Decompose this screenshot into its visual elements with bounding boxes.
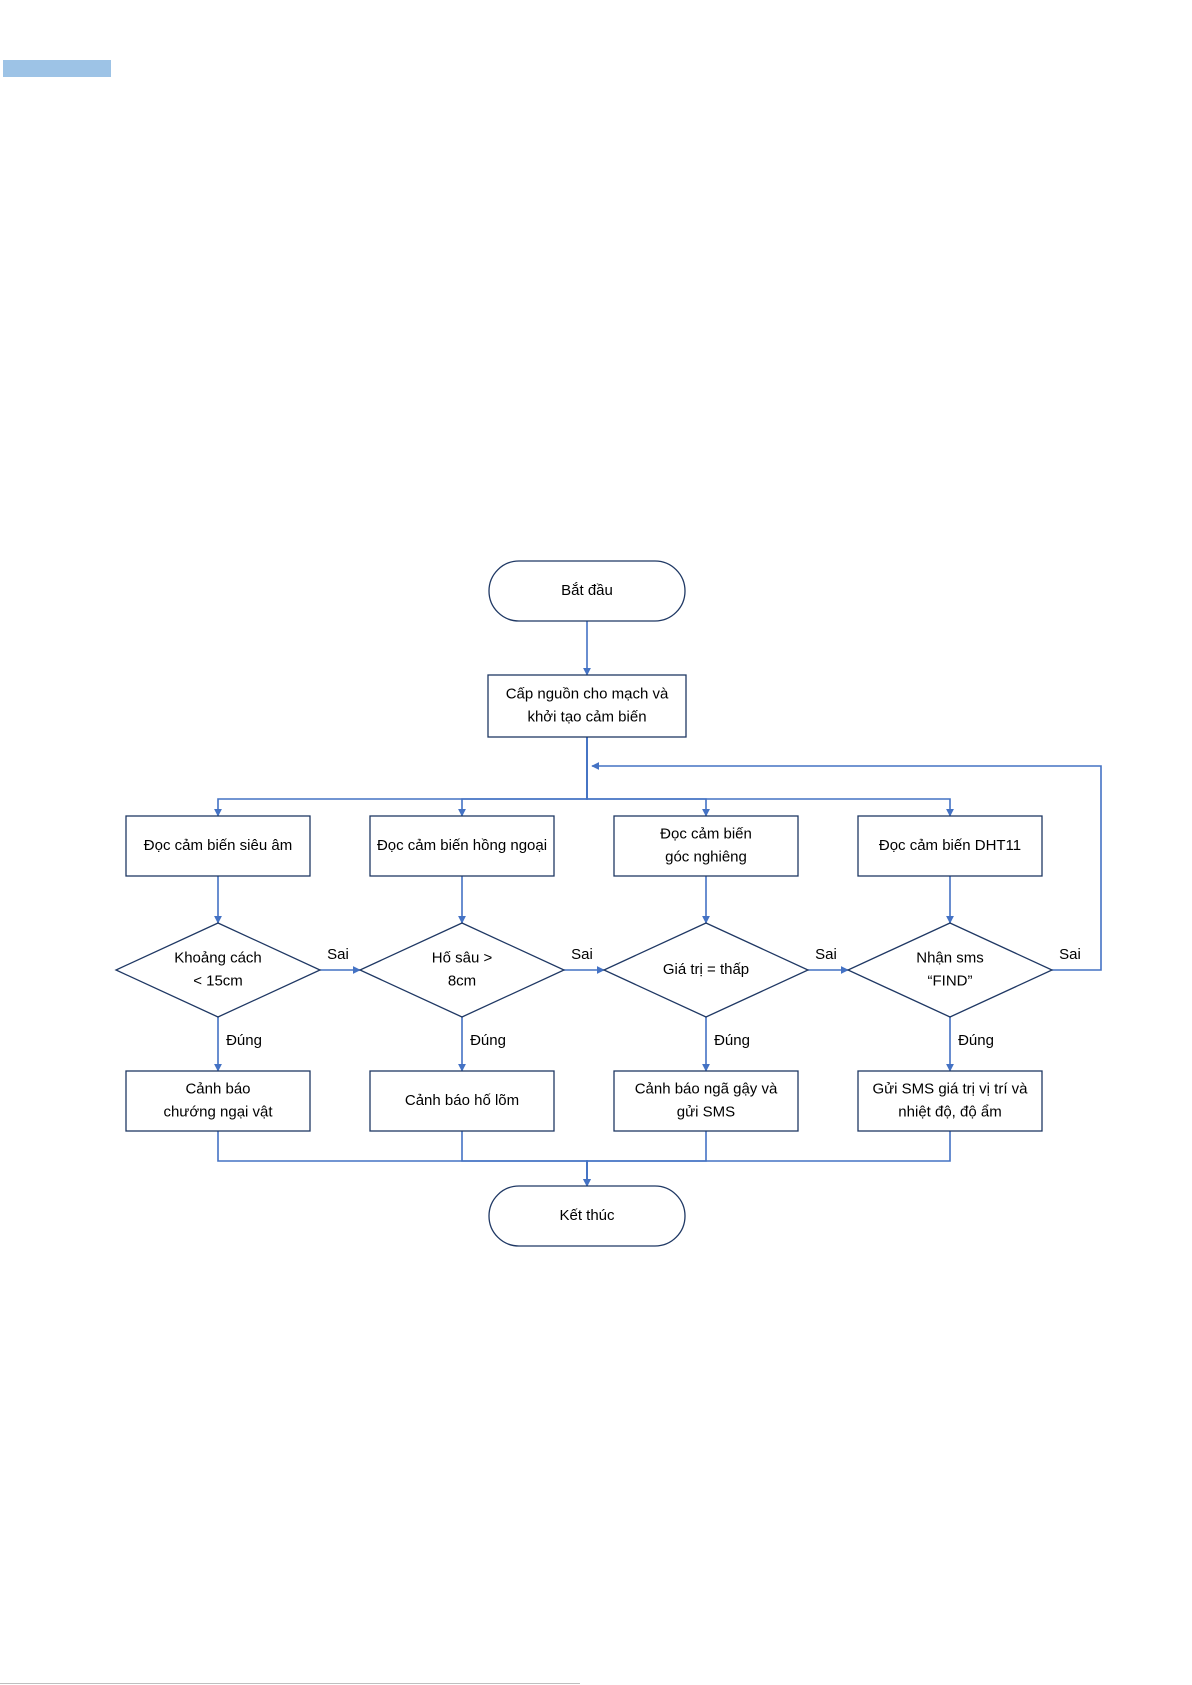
process-shape — [613, 815, 799, 877]
terminator-shape — [488, 1185, 686, 1247]
node-end: Kết thúc — [488, 1185, 686, 1247]
node-label-line: Cảnh báo hố lõm — [405, 1092, 519, 1109]
process-shape — [487, 674, 687, 738]
node-label-line: Khoảng cách — [174, 949, 262, 966]
decision-shape — [358, 922, 566, 1018]
edge-label: Đúng — [714, 1032, 750, 1049]
node-label-line: gửi SMS — [677, 1103, 735, 1120]
node-label-line: nhiệt độ, độ ẩm — [898, 1103, 1001, 1120]
node-label-line: Cảnh báo — [185, 1080, 250, 1097]
node-label-line: khởi tạo cảm biến — [527, 708, 646, 725]
node-read-dht11: Đọc cảm biến DHT11 — [857, 815, 1043, 877]
edge-label: Sai — [1059, 946, 1081, 963]
node-label-line: “FIND” — [928, 972, 973, 989]
edge-warn-obstacle-to-end — [217, 1131, 591, 1187]
process-shape — [857, 1070, 1043, 1132]
process-shape — [857, 815, 1043, 877]
node-label-line: Đọc cảm biến — [660, 825, 752, 842]
node-label-line: Đọc cảm biến DHT11 — [879, 837, 1021, 854]
edge-label: Đúng — [226, 1032, 262, 1049]
node-send-sms: Gửi SMS giá trị vị trí và nhiệt độ, độ ẩm — [857, 1070, 1043, 1132]
node-warn-hole: Cảnh báo hố lõm — [369, 1070, 555, 1132]
edge-check-sms-to-loop — [591, 762, 1102, 971]
node-warn-fall: Cảnh báo ngã gậy và gửi SMS — [613, 1070, 799, 1132]
header-accent-bar — [3, 60, 111, 77]
node-read-tilt: Đọc cảm biến góc nghiêng — [613, 815, 799, 877]
edge-label: Đúng — [958, 1032, 994, 1049]
edge-init-to-read-tilt — [586, 737, 710, 817]
edge-init-to-read-dht11 — [586, 737, 954, 817]
edge-label: Sai — [327, 946, 349, 963]
edge-label: Sai — [815, 946, 837, 963]
process-shape — [613, 1070, 799, 1132]
process-shape — [369, 1070, 555, 1132]
process-shape — [125, 1070, 311, 1132]
node-label-line: Gửi SMS giá trị vị trí và — [872, 1080, 1028, 1097]
node-label-line: Đọc cảm biến hồng ngoại — [377, 837, 547, 854]
node-label-line: Nhận sms — [916, 949, 984, 966]
node-label-line: Giá trị = thấp — [663, 961, 749, 978]
decision-shape — [602, 922, 810, 1018]
process-shape — [125, 815, 311, 877]
node-label-line: Cảnh báo ngã gậy và — [635, 1080, 778, 1097]
edge-init-to-read-infrared — [458, 737, 588, 817]
footer-rule — [0, 1683, 580, 1684]
node-label-line: 8cm — [448, 972, 476, 989]
edge-init-to-read-ultrasonic — [214, 737, 588, 817]
node-start: Bắt đầu — [488, 560, 686, 622]
node-warn-obstacle: Cảnh báo chướng ngại vật — [125, 1070, 311, 1132]
node-label-line: < 15cm — [193, 972, 243, 989]
node-label-line: Hố sâu > — [432, 949, 493, 966]
edge-label: Sai — [571, 946, 593, 963]
node-read-infrared: Đọc cảm biến hồng ngoại — [369, 815, 555, 877]
node-read-ultrasonic: Đọc cảm biến siêu âm — [125, 815, 311, 877]
node-label-line: Đọc cảm biến siêu âm — [144, 837, 292, 854]
node-check-sms: Nhận sms “FIND” — [846, 922, 1054, 1018]
node-label-line: góc nghiêng — [665, 848, 747, 865]
edge-send-sms-to-end — [583, 1131, 951, 1187]
node-label-line: Cấp nguồn cho mạch và — [506, 685, 669, 702]
process-shape — [369, 815, 555, 877]
node-check-distance: Khoảng cách < 15cm — [114, 922, 322, 1018]
node-label-line: Bắt đầu — [561, 582, 613, 599]
decision-shape — [114, 922, 322, 1018]
node-label-line: chướng ngại vật — [163, 1103, 273, 1120]
node-check-hole: Hố sâu > 8cm — [358, 922, 566, 1018]
decision-shape — [846, 922, 1054, 1018]
edge-warn-hole-to-end — [461, 1131, 591, 1187]
terminator-shape — [488, 560, 686, 622]
node-label-line: Kết thúc — [559, 1207, 615, 1224]
node-check-tilt: Giá trị = thấp — [602, 922, 810, 1018]
node-init: Cấp nguồn cho mạch và khởi tạo cảm biến — [487, 674, 687, 738]
edge-warn-fall-to-end — [583, 1131, 707, 1187]
edge-label: Đúng — [470, 1032, 506, 1049]
